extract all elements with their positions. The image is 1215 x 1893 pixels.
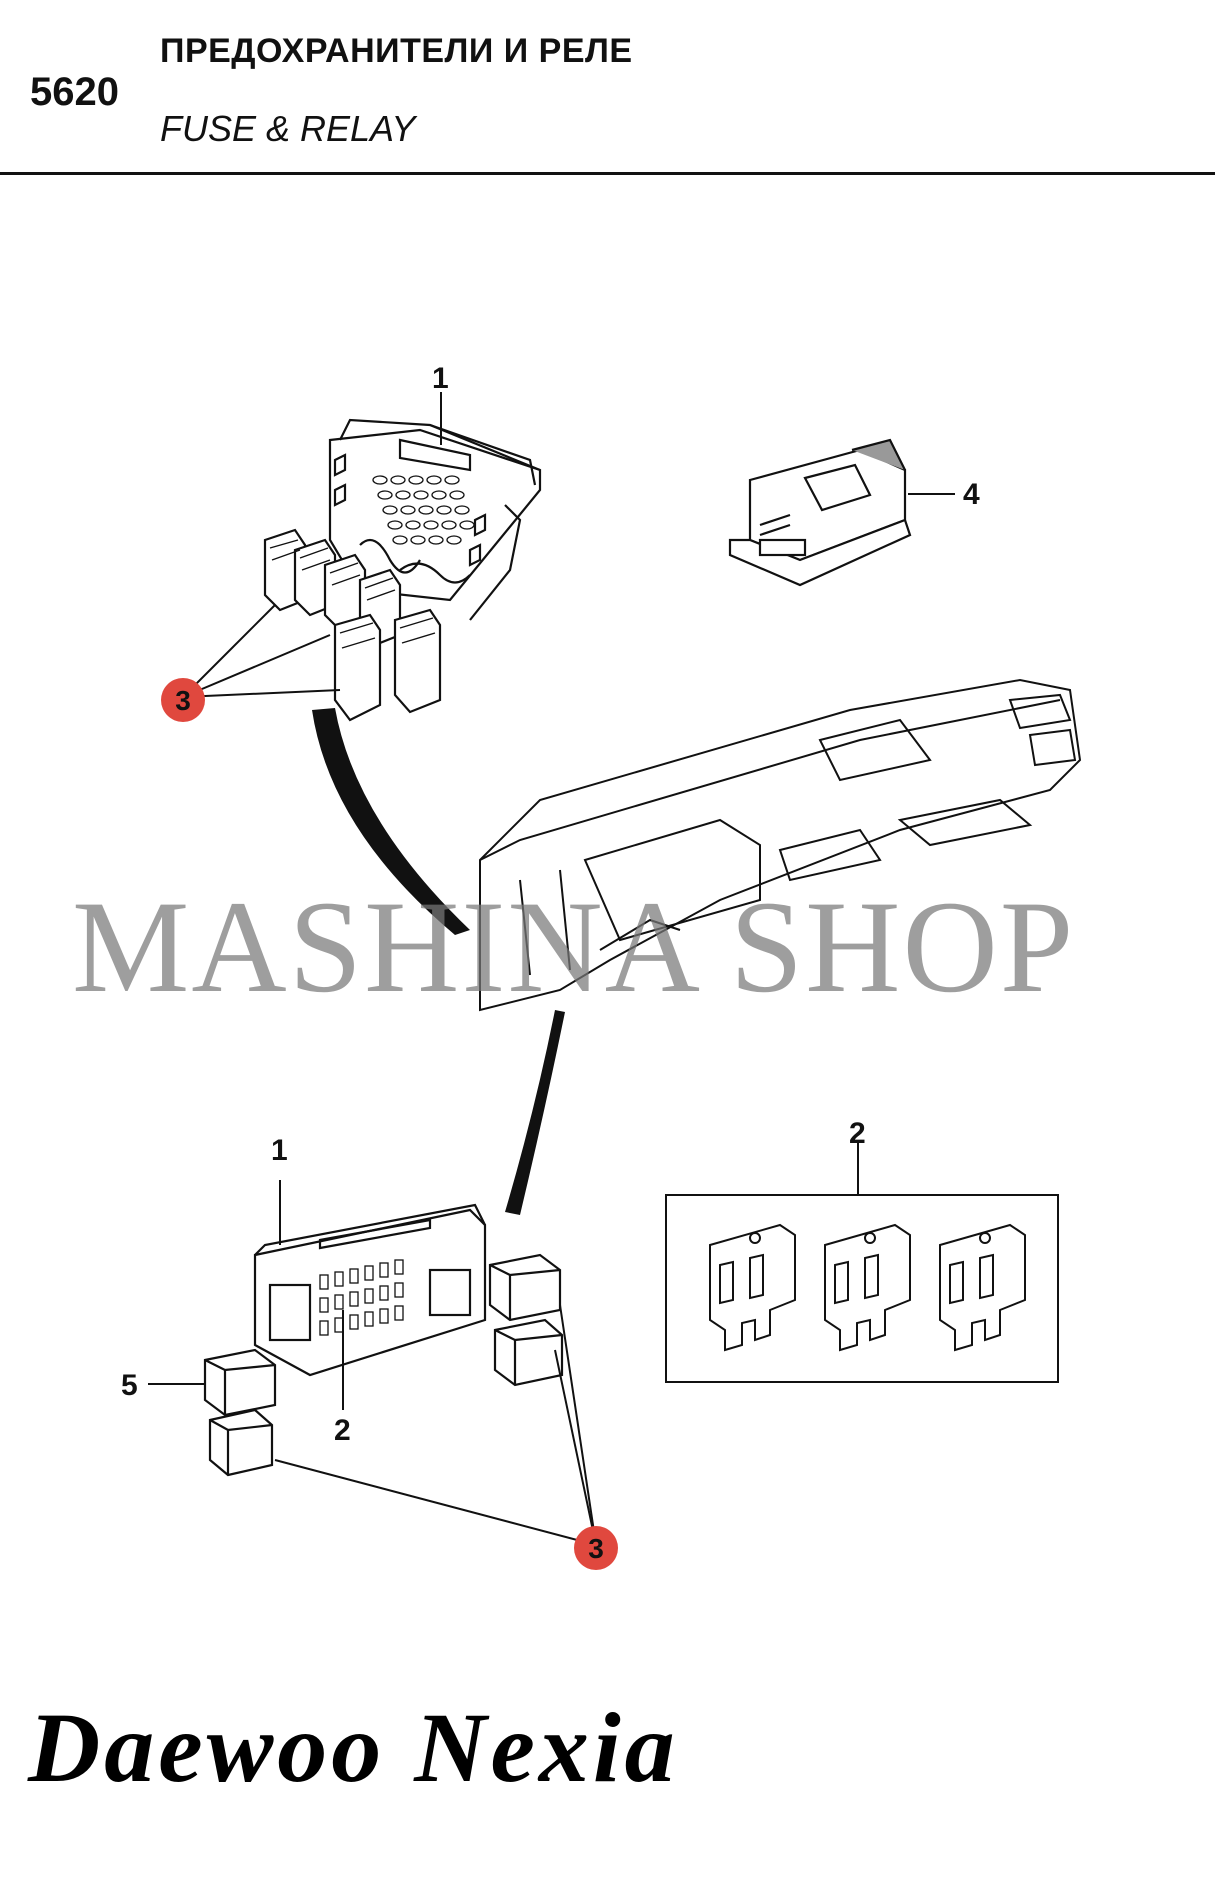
title-russian: ПРЕДОХРАНИТЕЛИ И РЕЛЕ: [160, 32, 633, 70]
section-code: 5620: [30, 70, 119, 114]
leader-lower: [505, 1010, 565, 1215]
header-rule: [0, 172, 1215, 175]
watermark: MASHINA SHOP: [72, 873, 1076, 1020]
brand-logo: Daewoo Nexia: [28, 1692, 679, 1803]
callout-control-unit: 4: [963, 478, 980, 511]
callout-lower-box: 1: [271, 1134, 288, 1167]
callout-single-relay: 5: [121, 1369, 138, 1402]
page-header: 5620 ПРЕДОХРАНИТЕЛИ И РЕЛЕ FUSE & RELAY: [0, 0, 1215, 176]
blade-fuses-drawing: [709, 1223, 1026, 1352]
leader-upper: [312, 708, 470, 935]
callout-lines: [148, 392, 955, 1546]
marker-upper-relays: [161, 678, 205, 722]
marker-lower-relays: [574, 1526, 618, 1570]
upper-fuse-box-drawing: [263, 418, 542, 722]
control-unit-drawing: [728, 438, 912, 587]
title-english: FUSE & RELAY: [160, 108, 416, 149]
marker-upper-relays-label: 3: [175, 685, 191, 716]
marker-lower-relays-label: 3: [588, 1533, 604, 1564]
callout-upper-box: 1: [432, 362, 449, 395]
callout-lower-fuses: 2: [334, 1414, 351, 1447]
dashboard-drawing: [479, 678, 1082, 1012]
lower-fuse-box-drawing: [203, 1203, 564, 1477]
callout-fuse-detail: 2: [849, 1117, 866, 1150]
